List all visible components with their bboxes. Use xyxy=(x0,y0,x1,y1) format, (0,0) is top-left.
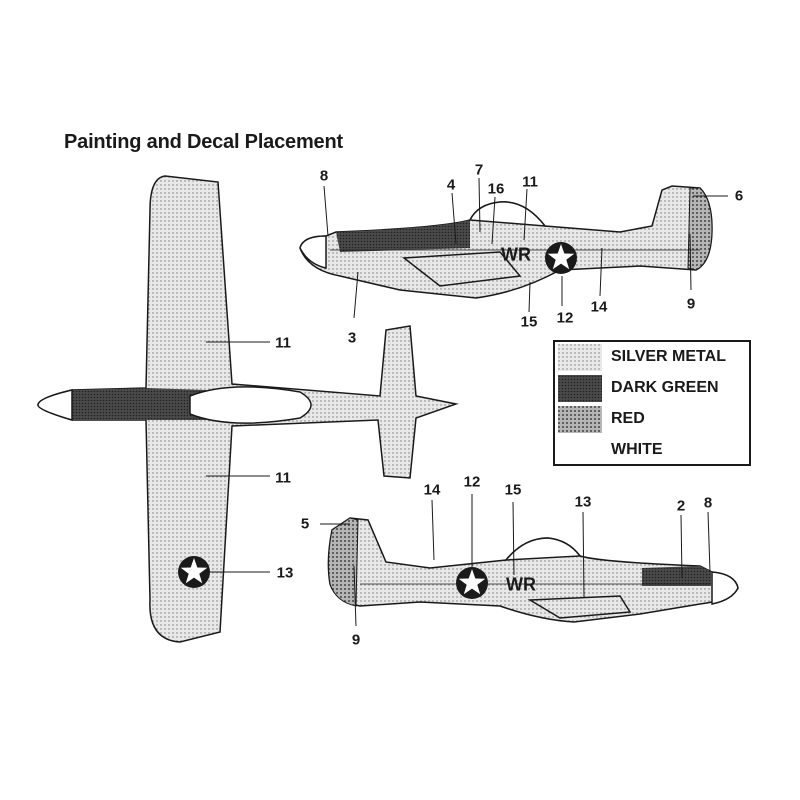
callout-13-bottom: 13 xyxy=(574,493,592,511)
callout-8-top: 8 xyxy=(319,167,329,185)
page-title: Painting and Decal Placement xyxy=(64,131,343,153)
legend-row-white: WHITE xyxy=(555,435,749,465)
silver-metal-swatch xyxy=(558,344,602,371)
side-profile-right-facing xyxy=(327,517,739,623)
callout-15-top: 15 xyxy=(520,313,538,331)
callout-6-top: 6 xyxy=(734,187,744,205)
callout-11-plan-lower: 11 xyxy=(275,469,291,487)
fuselage-code-top: WR xyxy=(501,244,531,265)
callout-2-bottom: 2 xyxy=(676,497,686,515)
legend-row-silver-metal: SILVER METAL xyxy=(555,342,749,372)
white-swatch xyxy=(558,437,602,464)
callout-9-top: 9 xyxy=(686,295,696,313)
legend-row-dark-green: DARK GREEN xyxy=(555,373,749,403)
red-swatch xyxy=(558,406,602,433)
callout-12-bottom: 12 xyxy=(463,473,481,491)
callout-5-bottom: 5 xyxy=(300,515,310,533)
color-legend: SILVER METAL DARK GREEN RED WHITE xyxy=(553,340,751,466)
callout-8-bottom: 8 xyxy=(703,494,713,512)
callout-11-top: 11 xyxy=(522,173,538,191)
callout-4-top: 4 xyxy=(446,176,456,194)
callout-15-bottom: 15 xyxy=(504,481,522,499)
plan-view xyxy=(37,175,459,643)
fuselage-code-bottom: WR xyxy=(506,574,536,595)
dark-green-swatch xyxy=(558,375,602,402)
callout-11-plan-upper: 11 xyxy=(275,334,291,352)
legend-label: SILVER METAL xyxy=(611,348,726,365)
legend-row-red: RED xyxy=(555,404,749,434)
callout-14-top: 14 xyxy=(590,298,608,316)
legend-label: RED xyxy=(611,410,645,427)
callout-16-top: 16 xyxy=(487,180,505,198)
legend-label: DARK GREEN xyxy=(611,379,719,396)
callout-3-top: 3 xyxy=(347,329,357,347)
legend-label: WHITE xyxy=(611,441,663,458)
callout-7-top: 7 xyxy=(474,161,484,179)
callout-9-bottom: 9 xyxy=(351,631,361,649)
side-profile-left-facing xyxy=(299,185,713,299)
callout-13-plan: 13 xyxy=(276,564,294,582)
callout-12-top: 12 xyxy=(556,309,574,327)
callout-14-bottom: 14 xyxy=(423,481,441,499)
